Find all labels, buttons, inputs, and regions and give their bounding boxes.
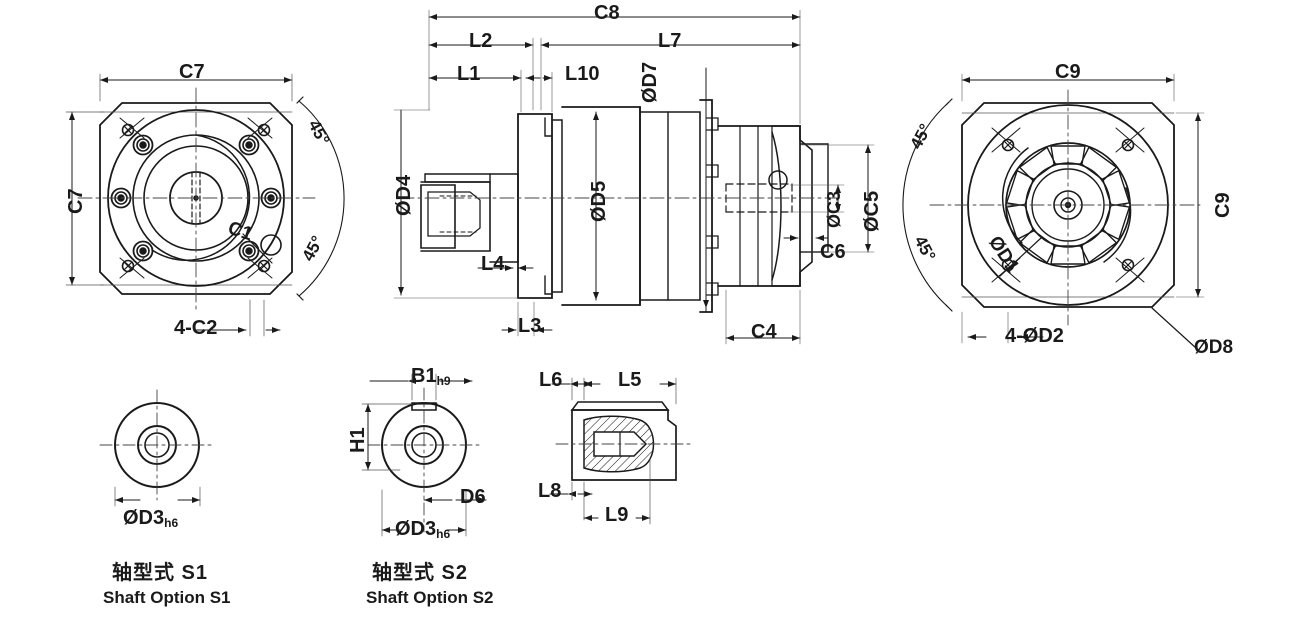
label-motor-mount-len-c4: C4 [751, 321, 777, 343]
label-s2-key-height-h1: H1 [347, 427, 369, 453]
label-s2-shaft-dia-tol: h6 [436, 527, 451, 541]
label-s2-shaft-dia: ØD3 [395, 518, 437, 540]
label-s1-shaft-dia: ØD3 [123, 507, 165, 529]
label-s1-shaft-dia-tol: h6 [164, 516, 179, 530]
caption-s1-en: Shaft Option S1 [103, 588, 231, 607]
caption-s2-en: Shaft Option S2 [366, 588, 494, 607]
label-keyway-front-offset-l6: L6 [539, 369, 563, 391]
middle-view-geometry [399, 99, 841, 313]
label-right-bolt-holes-d2: 4-ØD2 [1005, 325, 1064, 347]
label-s2-key-offset-d6: D6 [460, 486, 486, 508]
label-right-height-c9: C9 [1212, 192, 1234, 218]
label-flange-thickness-l10: L10 [565, 63, 600, 85]
label-body-dia-d5: ØD5 [588, 180, 610, 222]
label-keyway-bottom-length-l9: L9 [605, 504, 629, 526]
label-keyway-bottom-offset-l8: L8 [538, 480, 562, 502]
left-view-dimensions [65, 73, 293, 337]
right-view-dimensions [961, 73, 1205, 344]
label-shaft-length-l1: L1 [457, 63, 481, 85]
label-motor-flange-thk-c6: C6 [820, 241, 846, 263]
label-output-step-l3: L3 [518, 315, 542, 337]
label-s2-key-width-group: B1h9 [411, 366, 451, 387]
caption-s2-cn: 轴型式 S2 [372, 562, 469, 584]
shaft-s1-geometry [99, 389, 215, 507]
middle-view-dimensions [393, 9, 875, 345]
keyway-section-geometry [549, 377, 691, 525]
label-right-outer-dia-d8: ØD8 [1194, 337, 1234, 358]
label-overall-length-c8: C8 [594, 2, 620, 24]
label-input-step-l4: L4 [481, 253, 505, 275]
label-left-width: C7 [179, 61, 205, 83]
label-s2-key-width: B1 [411, 365, 437, 387]
caption-s1-cn: 轴型式 S1 [112, 562, 209, 584]
label-keyway-key-length-l5: L5 [618, 369, 642, 391]
label-left-height: C7 [65, 188, 87, 214]
label-s1-shaft-dia-group: ØD3h6 [123, 508, 178, 529]
label-motor-pilot-dia-c3: ØC3 [824, 190, 844, 228]
label-right-width-c9: C9 [1055, 61, 1081, 83]
left-view-geometry [77, 87, 345, 313]
label-gearbox-length-l2: L2 [469, 30, 493, 52]
label-left-bolt-holes: 4-C2 [174, 317, 218, 339]
right-view-geometry [902, 89, 1201, 349]
label-s2-shaft-dia-group: ØD3h6 [395, 519, 450, 540]
label-s2-key-width-tol: h9 [436, 374, 451, 388]
shaft-s2-geometry [361, 373, 487, 537]
label-shaft-dia-d4: ØD4 [393, 174, 415, 216]
label-motor-flange-dia-c5: ØC5 [861, 190, 883, 232]
label-motor-dia-d7: ØD7 [639, 61, 661, 103]
label-motor-length-l7: L7 [658, 30, 682, 52]
